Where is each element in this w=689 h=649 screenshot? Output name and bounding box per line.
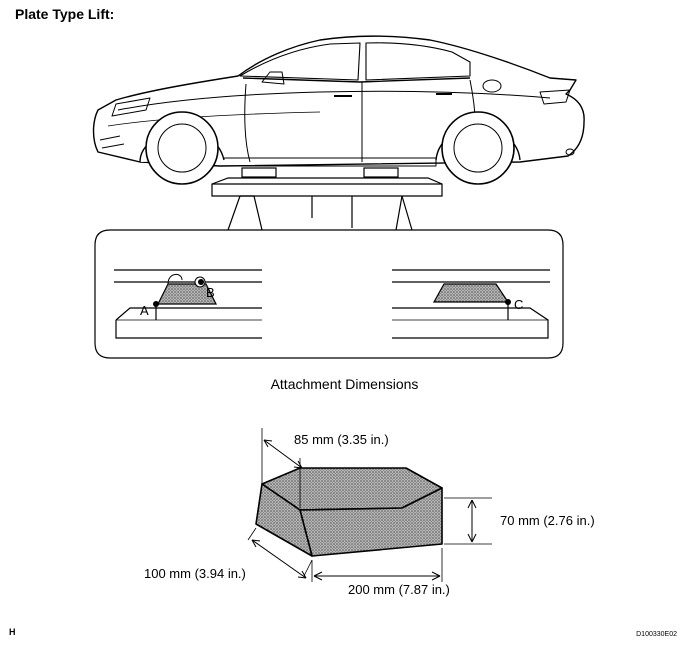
point-b-label: B	[206, 285, 215, 300]
page-title: Plate Type Lift:	[15, 6, 115, 22]
point-c-marker	[505, 299, 511, 305]
rear-attachment-block	[363, 167, 399, 178]
left-attachment-shape	[157, 283, 217, 305]
footer-section-code: H	[9, 627, 16, 637]
length-dimension-label: 200 mm (7.87 in.)	[348, 582, 450, 597]
point-a-marker	[153, 301, 159, 307]
point-b-marker	[198, 279, 204, 285]
figure-id: D100330E02	[636, 631, 677, 638]
point-c-label: C	[514, 297, 523, 312]
height-dimension-label: 70 mm (2.76 in.)	[500, 513, 595, 528]
callout-line-right	[401, 195, 413, 231]
block-side-face	[255, 483, 313, 557]
width-dimension-label: 100 mm (3.94 in.)	[144, 566, 246, 581]
attachment-block	[255, 467, 443, 557]
section-title: Attachment Dimensions	[270, 376, 419, 392]
dimension-lines	[247, 428, 492, 582]
lift-plate	[211, 167, 443, 231]
car-illustration	[92, 35, 585, 185]
front-attachment-block	[241, 167, 277, 178]
detail-view	[94, 229, 564, 359]
callout-line-left	[240, 195, 263, 231]
depth-dimension-label: 85 mm (3.35 in.)	[294, 432, 389, 447]
point-a-label: A	[140, 303, 149, 318]
right-attachment-shape	[432, 283, 510, 303]
